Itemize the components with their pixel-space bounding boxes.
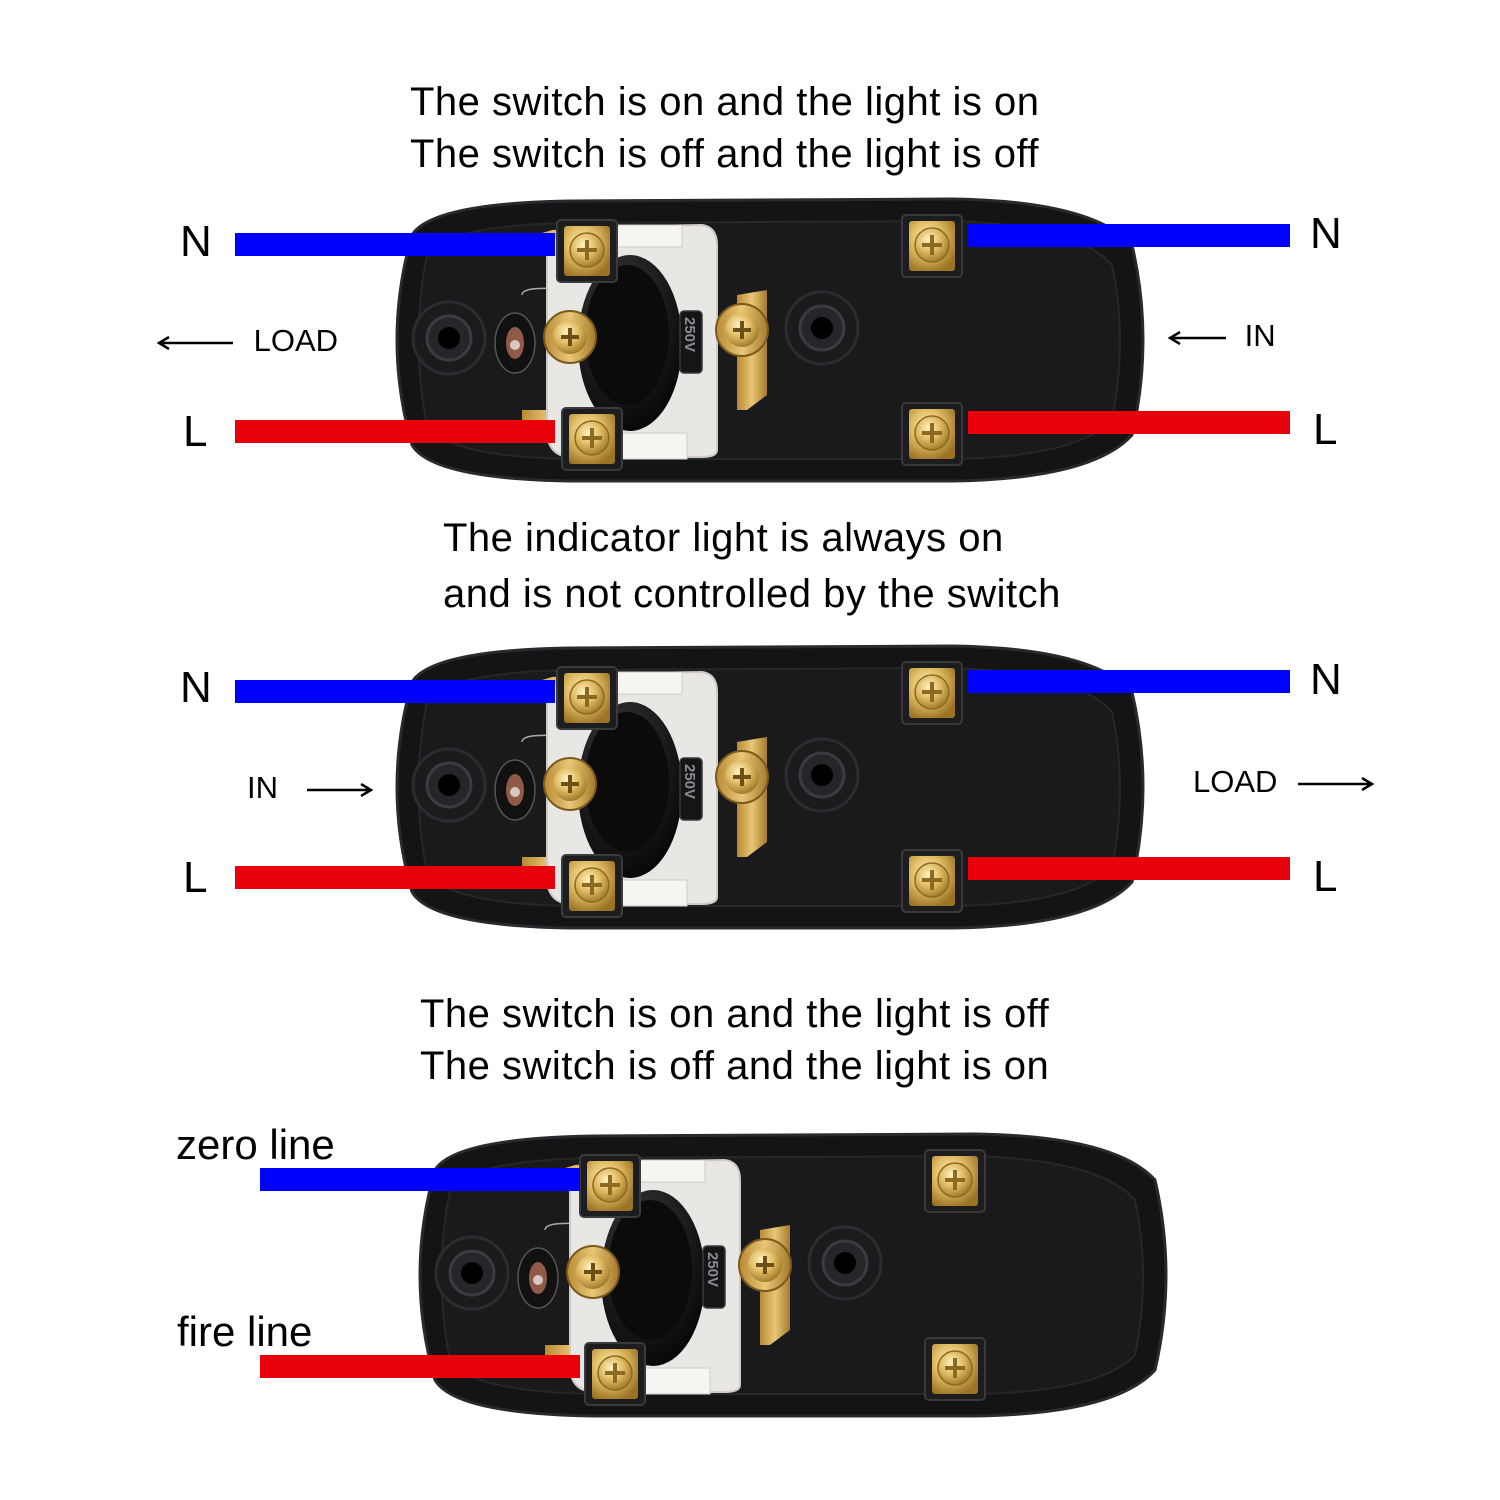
zero-line-wire [260, 1168, 580, 1191]
neutral-wire-right-2 [968, 670, 1290, 693]
label-l-right-2: L [1313, 852, 1338, 901]
caption-1-line-2: The switch is off and the light is off [410, 132, 1039, 176]
label-l-left-2: L [183, 853, 208, 902]
live-wire-left-1 [235, 420, 555, 443]
neutral-wire-right-1 [968, 224, 1290, 247]
load-text: LOAD [1193, 764, 1278, 799]
caption-3-line-2: The switch is off and the light is on [420, 1044, 1050, 1088]
load-label-2: LOAD [1193, 764, 1375, 799]
in-text: IN [1244, 318, 1276, 353]
label-n-right-2: N [1310, 655, 1342, 704]
in-text: IN [247, 770, 278, 805]
switch-marking: 250V [681, 764, 698, 799]
live-wire-right-2 [968, 857, 1290, 880]
arrow-left-icon [157, 335, 233, 350]
label-n-left-2: N [180, 663, 212, 712]
inline-switch-3: 250V [395, 1130, 1175, 1420]
arrow-left-icon [1168, 330, 1226, 345]
fire-line-label: fire line [177, 1308, 313, 1355]
arrow-right-icon [306, 782, 373, 797]
arrow-right-icon [1298, 776, 1375, 791]
inline-switch-2: 250V [372, 642, 1152, 932]
caption-2-line-1: The indicator light is always on [443, 516, 1004, 560]
load-text: LOAD [253, 323, 339, 358]
label-l-right-1: L [1313, 405, 1338, 454]
label-n-right-1: N [1310, 209, 1342, 258]
inline-switch-1: 250V [372, 195, 1152, 485]
load-label-1: LOAD [157, 325, 338, 356]
label-l-left-1: L [183, 407, 208, 456]
live-wire-right-1 [968, 411, 1290, 434]
switch-marking: 250V [704, 1252, 721, 1287]
label-n-left-1: N [180, 217, 212, 266]
live-wire-left-2 [235, 866, 555, 889]
switch-marking: 250V [681, 317, 698, 352]
caption-2-line-2: and is not controlled by the switch [443, 572, 1061, 616]
zero-line-label: zero line [176, 1121, 335, 1168]
neutral-wire-left-2 [235, 680, 555, 703]
in-label-2: IN [247, 772, 373, 803]
fire-line-wire [260, 1355, 580, 1378]
in-label-1: IN [1168, 320, 1276, 351]
neutral-wire-left-1 [235, 233, 555, 256]
caption-3-line-1: The switch is on and the light is off [420, 992, 1050, 1036]
caption-1-line-1: The switch is on and the light is on [410, 80, 1040, 124]
